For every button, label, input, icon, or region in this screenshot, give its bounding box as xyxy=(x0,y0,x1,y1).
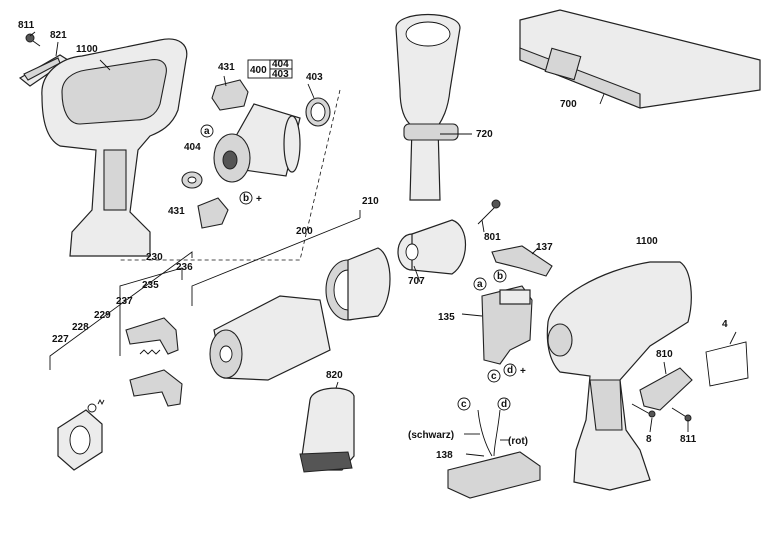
part-number-403-box: 403 xyxy=(272,69,289,80)
marker-d-switch xyxy=(503,363,517,377)
part-number-801: 801 xyxy=(484,232,501,243)
part-number-135: 135 xyxy=(438,312,455,323)
part-number-229: 229 xyxy=(94,310,111,321)
case-700 xyxy=(519,9,761,109)
marker-a-switch-text: a xyxy=(477,279,483,290)
screw-811-top xyxy=(25,33,41,47)
part-number-200: 200 xyxy=(296,226,313,237)
marker-b-switch-text: b xyxy=(497,271,503,282)
part-number-700: 700 xyxy=(560,99,577,110)
marker-a-motor-text: a xyxy=(204,126,210,137)
marker-b-motor xyxy=(239,191,253,205)
part-number-811-top: 811 xyxy=(18,20,35,31)
part-number-431-top: 431 xyxy=(218,62,235,73)
part-number-235: 235 xyxy=(142,280,159,291)
side-handle-720 xyxy=(395,13,461,201)
brush-holder-431-top xyxy=(211,79,249,111)
part-number-138: 138 xyxy=(436,450,453,461)
part-number-820: 820 xyxy=(326,370,343,381)
part-number-8: 8 xyxy=(646,434,652,445)
part-number-821: 821 xyxy=(50,30,67,41)
part-number-404-box: 404 xyxy=(272,59,289,70)
motor-400 xyxy=(213,103,301,183)
housing-half-left xyxy=(41,38,188,257)
marker-c-switch xyxy=(487,369,501,383)
marker-a-switch xyxy=(473,277,487,291)
screw-801 xyxy=(477,199,501,225)
housing-half-right xyxy=(546,261,692,491)
part-number-236: 236 xyxy=(176,262,193,273)
spring-229 xyxy=(97,398,105,406)
wire-label-black: (schwarz) xyxy=(408,430,454,441)
clutch-ring-210 xyxy=(325,247,391,321)
part-number-720: 720 xyxy=(476,129,493,140)
leader-lines xyxy=(29,31,737,457)
gear-part-235 xyxy=(125,317,179,355)
part-number-431-bottom: 431 xyxy=(168,206,185,217)
label-plate-4 xyxy=(705,341,749,387)
part-number-1100-top: 1100 xyxy=(76,44,98,55)
part-number-811-right: 811 xyxy=(680,434,697,445)
part-number-707: 707 xyxy=(408,276,425,287)
bearing-404 xyxy=(181,171,203,189)
part-number-404: 404 xyxy=(184,142,201,153)
bracket-810 xyxy=(639,367,693,411)
marker-c-wire-text: c xyxy=(461,399,467,410)
brush-holder-431-bottom xyxy=(197,197,229,229)
wire-label-red: (rot) xyxy=(508,436,528,447)
screw-811-right xyxy=(671,407,692,422)
label-box-403 xyxy=(269,68,293,79)
part-number-4: 4 xyxy=(722,319,728,330)
switch-135 xyxy=(481,285,533,365)
marker-c-switch-text: c xyxy=(491,371,497,382)
screw-8 xyxy=(631,403,656,418)
marker-a-motor xyxy=(200,124,214,138)
marker-c-wire xyxy=(457,397,471,411)
gear-part-236 xyxy=(129,369,183,407)
belt-clip-part xyxy=(18,54,70,87)
part-number-400: 400 xyxy=(250,65,267,76)
part-number-228: 228 xyxy=(72,322,89,333)
marker-b-switch xyxy=(493,269,507,283)
part-number-237: 237 xyxy=(116,296,133,307)
spring-237 xyxy=(139,349,161,355)
part-number-810: 810 xyxy=(656,349,673,360)
ring-gear-227 xyxy=(57,409,103,471)
part-number-230: 230 xyxy=(146,252,163,263)
part-number-227: 227 xyxy=(52,334,69,345)
ball-228 xyxy=(87,403,97,413)
marker-d-wire xyxy=(497,397,511,411)
part-number-210: 210 xyxy=(362,196,379,207)
marker-d-switch-text: d xyxy=(507,365,513,376)
part-number-1100-right: 1100 xyxy=(636,236,658,247)
marker-d-wire-text: d xyxy=(501,399,507,410)
plus-sign-motor: + xyxy=(256,194,262,205)
chuck-707 xyxy=(397,219,466,275)
gearbox-200 xyxy=(209,295,331,381)
part-number-137: 137 xyxy=(536,242,553,253)
battery-820 xyxy=(299,387,355,473)
part-number-403: 403 xyxy=(306,72,323,83)
marker-b-motor-text: b xyxy=(243,193,249,204)
terminal-block-138 xyxy=(447,409,541,499)
clip-137 xyxy=(491,245,553,277)
ring-403 xyxy=(305,97,331,127)
plus-sign-switch: + xyxy=(520,366,526,377)
